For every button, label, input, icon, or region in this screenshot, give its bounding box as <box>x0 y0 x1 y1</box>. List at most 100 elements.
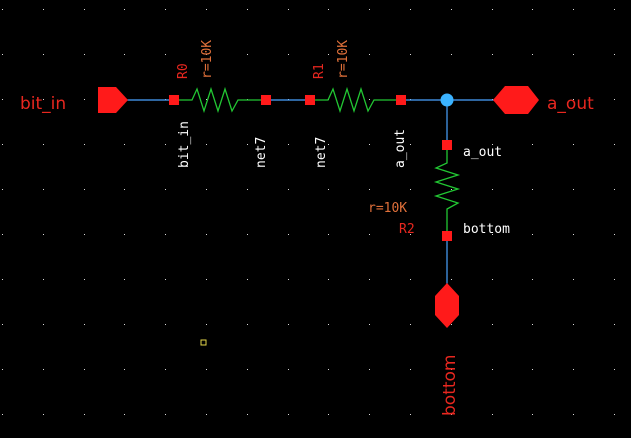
grid-dot <box>247 9 248 10</box>
grid-dot <box>84 189 85 190</box>
grid-dot <box>165 189 166 190</box>
grid-dots <box>2 9 615 415</box>
resistor-r1[interactable] <box>305 86 406 114</box>
grid-dot <box>492 189 493 190</box>
grid-dot <box>614 414 615 415</box>
grid-dot <box>614 99 615 100</box>
resistor-r0-terminal-b: net7 <box>254 137 269 168</box>
grid-dot <box>247 324 248 325</box>
grid-dot <box>492 54 493 55</box>
grid-dot <box>124 234 125 235</box>
grid-dot <box>492 9 493 10</box>
grid-dot <box>328 234 329 235</box>
grid-dot <box>614 54 615 55</box>
grid-dot <box>451 279 452 280</box>
grid-dot <box>288 369 289 370</box>
grid-dot <box>2 234 3 235</box>
grid-dot <box>2 279 3 280</box>
grid-dot <box>2 189 3 190</box>
grid-dot <box>532 369 533 370</box>
grid-dot <box>369 144 370 145</box>
terminal-square-icon[interactable] <box>169 95 179 105</box>
grid-dot <box>492 234 493 235</box>
grid-dot <box>124 144 125 145</box>
pin-arrow-right-icon[interactable] <box>98 87 128 113</box>
grid-dot <box>532 234 533 235</box>
grid-dot <box>43 234 44 235</box>
grid-dot <box>165 414 166 415</box>
terminal-square-icon[interactable] <box>305 95 315 105</box>
grid-dot <box>328 279 329 280</box>
grid-dot <box>84 54 85 55</box>
terminal-square-icon[interactable] <box>442 231 452 241</box>
grid-dot <box>165 54 166 55</box>
grid-dot <box>124 54 125 55</box>
grid-dot <box>2 99 3 100</box>
grid-dot <box>328 189 329 190</box>
grid-dot <box>410 369 411 370</box>
grid-dot <box>573 54 574 55</box>
grid-dot <box>573 99 574 100</box>
grid-dot <box>84 369 85 370</box>
grid-dot <box>2 144 3 145</box>
grid-dot <box>492 414 493 415</box>
grid-dot <box>532 54 533 55</box>
grid-dot <box>410 324 411 325</box>
grid-dot <box>492 144 493 145</box>
junction-dot-icon[interactable] <box>440 93 454 107</box>
grid-dot <box>573 279 574 280</box>
grid-dot <box>614 324 615 325</box>
grid-dot <box>532 414 533 415</box>
grid-dot <box>124 324 125 325</box>
grid-dot <box>206 99 207 100</box>
resistor-r1-value: r=10K <box>336 40 351 79</box>
grid-dot <box>165 9 166 10</box>
grid-dot <box>288 9 289 10</box>
grid-dot <box>492 369 493 370</box>
pin-label-bottom: bottom <box>440 355 460 416</box>
grid-dot <box>614 189 615 190</box>
grid-dot <box>2 54 3 55</box>
grid-dot <box>43 369 44 370</box>
grid-dot <box>288 234 289 235</box>
grid-dot <box>43 414 44 415</box>
resistor-zigzag-icon <box>310 86 402 114</box>
grid-dot <box>573 9 574 10</box>
grid-dot <box>206 324 207 325</box>
resistor-r2[interactable] <box>433 140 461 241</box>
resistor-r0-terminal-a: bit_in <box>177 121 192 168</box>
terminal-square-icon[interactable] <box>442 140 452 150</box>
grid-dot <box>206 189 207 190</box>
grid-dot <box>369 324 370 325</box>
grid-dot <box>369 99 370 100</box>
grid-dot <box>369 54 370 55</box>
grid-dot <box>124 189 125 190</box>
grid-dot <box>451 54 452 55</box>
grid-dot <box>84 414 85 415</box>
grid-dot <box>369 414 370 415</box>
terminal-square-icon[interactable] <box>261 95 271 105</box>
resistor-r0[interactable] <box>169 86 271 114</box>
grid-dot <box>451 324 452 325</box>
grid-dot <box>369 279 370 280</box>
grid-dot <box>84 234 85 235</box>
grid-dot <box>247 54 248 55</box>
grid-dot <box>410 414 411 415</box>
grid-dot <box>614 369 615 370</box>
pin-hexagon-vertical-icon[interactable] <box>435 283 459 328</box>
pin-label-bit-in: bit_in <box>20 94 66 114</box>
pin-hexagon-icon[interactable] <box>493 86 539 114</box>
grid-dot <box>328 54 329 55</box>
grid-dot <box>614 234 615 235</box>
resistor-r1-terminal-b: a_out <box>393 129 408 168</box>
grid-dot <box>2 369 3 370</box>
resistor-r0-value: r=10K <box>200 40 215 79</box>
terminal-square-icon[interactable] <box>396 95 406 105</box>
grid-dot <box>532 144 533 145</box>
resistor-r2-terminal-a: a_out <box>463 145 502 160</box>
resistor-r1-id: R1 <box>312 63 327 79</box>
grid-dot <box>2 414 3 415</box>
grid-dot <box>573 369 574 370</box>
